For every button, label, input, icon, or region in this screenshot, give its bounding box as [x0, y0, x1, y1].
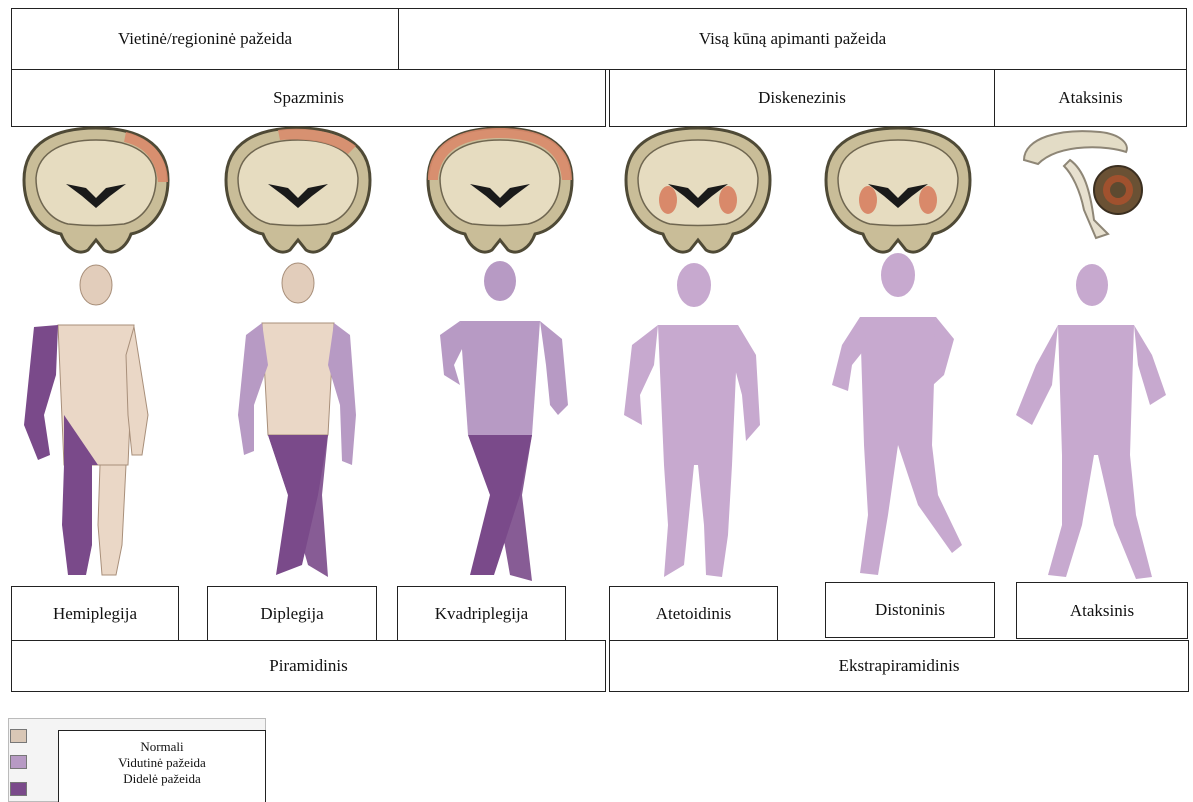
- label-athetoid: Atetoidinis: [609, 586, 778, 641]
- figure-diplegia: [238, 263, 356, 577]
- legend-labels: Normali Vidutinė pažeida Didelė pažeida: [58, 730, 266, 802]
- label-diplegia: Diplegija: [207, 586, 377, 641]
- figure-quadriplegia: [440, 261, 568, 581]
- label-ataxic: Ataksinis: [1016, 582, 1188, 639]
- group-extrapyramidal: Ekstrapiramidinis: [609, 640, 1189, 692]
- label-quadriplegia: Kvadriplegija: [397, 586, 566, 641]
- legend-label-normal: Normali: [140, 739, 183, 755]
- brain-ataxic-sagittal: [1024, 131, 1142, 238]
- legend-label-severe: Didelė pažeida: [123, 771, 201, 787]
- label-dystonic: Distoninis: [825, 582, 995, 638]
- figure-athetoid: [624, 263, 760, 577]
- brain-hemiplegia: [24, 128, 168, 252]
- group-pyramidal: Piramidinis: [11, 640, 606, 692]
- legend-swatch-severe: [10, 782, 27, 796]
- legend-label-moderate: Vidutinė pažeida: [118, 755, 206, 771]
- brain-quadriplegia: [428, 128, 572, 252]
- figure-dystonic: [832, 253, 962, 575]
- figure-hemiplegia: [24, 265, 148, 575]
- brain-athetoid: [626, 128, 770, 252]
- brain-dystonic: [826, 128, 970, 252]
- legend-swatch-moderate: [10, 755, 27, 769]
- legend-swatch-normal: [10, 729, 27, 743]
- brain-diplegia: [226, 128, 370, 252]
- figure-ataxic: [1016, 264, 1166, 579]
- label-hemiplegia: Hemiplegija: [11, 586, 179, 641]
